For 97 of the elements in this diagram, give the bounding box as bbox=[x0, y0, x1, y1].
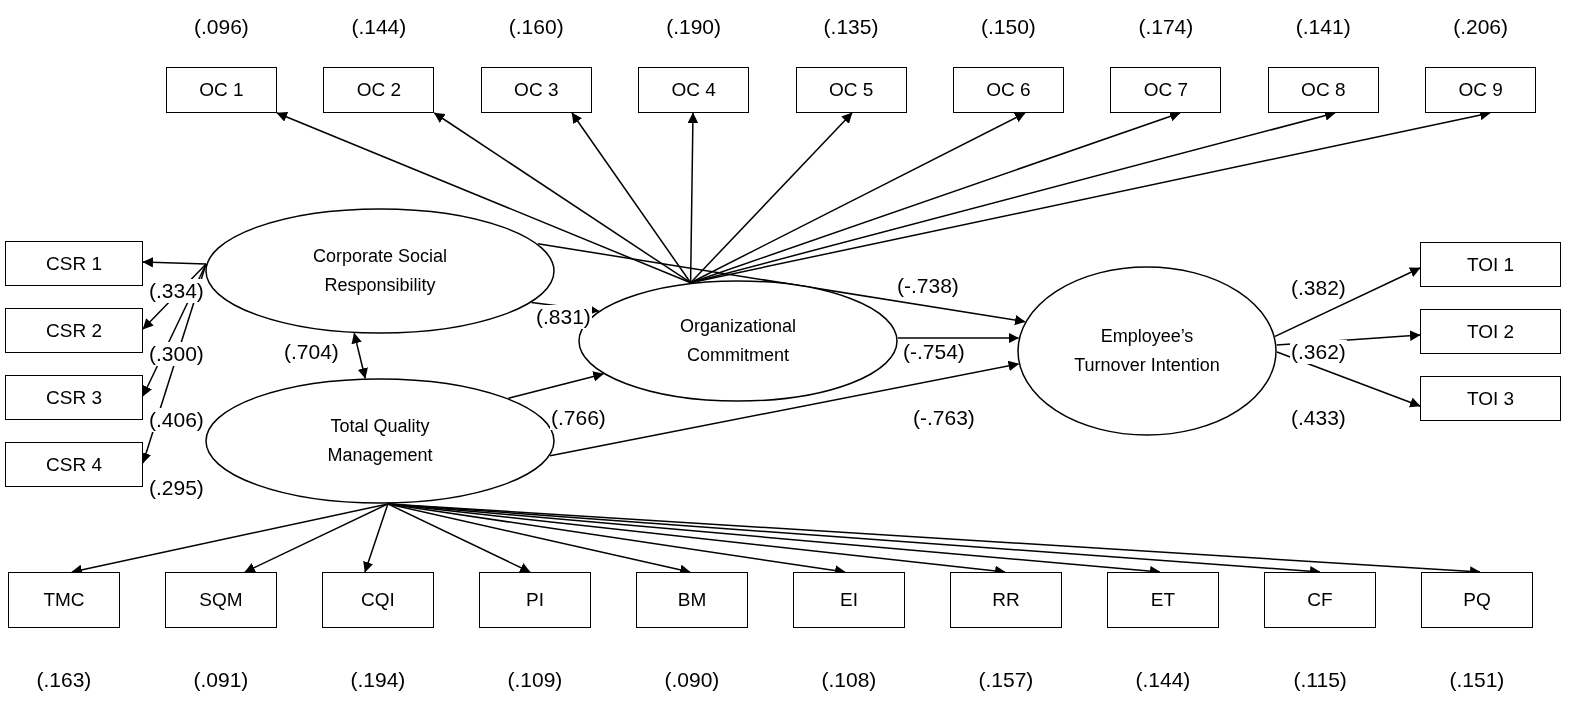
node-label: SQM bbox=[199, 589, 243, 611]
loading-value: (.144) bbox=[351, 15, 407, 39]
indicator-box bbox=[5, 442, 143, 487]
loading-value: (.144) bbox=[1135, 668, 1191, 692]
edge-label: (.406) bbox=[148, 408, 205, 432]
arrow bbox=[689, 112, 853, 284]
node-label: OC 1 bbox=[199, 79, 244, 101]
loading-value: (.150) bbox=[981, 15, 1036, 39]
loading-value: (.174) bbox=[1138, 15, 1194, 39]
indicator-box bbox=[166, 67, 277, 113]
arrow bbox=[276, 111, 692, 284]
node-label: OC 7 bbox=[1143, 79, 1189, 101]
loading-value: (.090) bbox=[664, 668, 720, 692]
loading-value: (.194) bbox=[350, 668, 406, 692]
arrow bbox=[537, 243, 1026, 326]
indicator-box bbox=[5, 241, 143, 286]
indicator-box bbox=[1420, 376, 1561, 421]
loading-value: (.206) bbox=[1453, 15, 1509, 39]
node-label: OC 3 bbox=[514, 79, 559, 101]
indicator-box bbox=[1420, 309, 1561, 354]
indicator-box bbox=[1264, 572, 1376, 628]
node-label: BM bbox=[677, 589, 707, 611]
node-label: CSR 1 bbox=[46, 252, 102, 275]
double-headed-arrow bbox=[351, 332, 368, 379]
indicator-box bbox=[1267, 67, 1379, 113]
arrow bbox=[549, 360, 1020, 457]
node-label: PQ bbox=[1463, 589, 1491, 611]
node-label: Organizational Commitment bbox=[678, 315, 798, 367]
arrow bbox=[1276, 351, 1421, 408]
indicator-box bbox=[479, 572, 591, 628]
node-label: TMC bbox=[43, 589, 85, 611]
loading-value: (.157) bbox=[978, 668, 1034, 692]
loading-value: (.190) bbox=[666, 15, 722, 39]
indicator-box bbox=[5, 375, 143, 420]
node-label: OC 9 bbox=[1458, 79, 1503, 101]
indicator-box bbox=[1110, 67, 1222, 113]
edge-label: (.334) bbox=[148, 279, 205, 303]
node-label: OC 8 bbox=[1301, 79, 1346, 101]
indicator-box bbox=[638, 67, 750, 113]
arrow bbox=[897, 332, 1020, 344]
edge-label: (.362) bbox=[1290, 340, 1347, 364]
node-label: OC 4 bbox=[671, 79, 716, 101]
node-label: Total Quality Management bbox=[326, 415, 434, 467]
loading-value: (.115) bbox=[1293, 668, 1347, 692]
indicator-box bbox=[793, 572, 905, 628]
node-label: OC 5 bbox=[828, 79, 874, 101]
indicator-box bbox=[322, 572, 434, 628]
arrow bbox=[433, 112, 692, 284]
node-label: RR bbox=[992, 589, 1020, 611]
loading-value: (.163) bbox=[36, 668, 92, 692]
indicator-box bbox=[5, 308, 143, 353]
arrow bbox=[363, 503, 389, 573]
loading-value: (.091) bbox=[193, 668, 249, 692]
node-label: CSR 3 bbox=[46, 386, 102, 409]
loading-value: (.160) bbox=[508, 15, 564, 39]
loading-value: (.151) bbox=[1449, 668, 1505, 692]
loading-value: (.108) bbox=[821, 668, 877, 692]
arrow bbox=[387, 503, 531, 573]
arrow bbox=[687, 112, 699, 284]
node-label: PI bbox=[526, 589, 544, 611]
loading-value: (.109) bbox=[507, 668, 563, 692]
indicator-box bbox=[323, 67, 435, 113]
node-label: CSR 2 bbox=[46, 319, 102, 342]
node-label: CF bbox=[1307, 589, 1333, 611]
node-label: CSR 4 bbox=[46, 453, 102, 476]
node-label: TOI 2 bbox=[1466, 320, 1515, 343]
indicator-box bbox=[1107, 572, 1219, 628]
arrow bbox=[244, 503, 389, 573]
node-label: EI bbox=[840, 589, 858, 611]
node-label: Corporate Social Responsibility bbox=[311, 245, 449, 297]
node-label: OC 6 bbox=[986, 79, 1031, 101]
loading-value: (.141) bbox=[1295, 15, 1351, 39]
node-label: OC 2 bbox=[356, 79, 402, 101]
arrow bbox=[507, 371, 605, 399]
edge-label: (.300) bbox=[148, 342, 205, 366]
arrow bbox=[1274, 267, 1421, 338]
edge-label: (.831) bbox=[535, 305, 592, 329]
indicator-box bbox=[636, 572, 748, 628]
node-label: ET bbox=[1150, 589, 1176, 611]
indicator-box bbox=[1421, 572, 1533, 628]
arrow bbox=[142, 257, 207, 268]
node-label: CQI bbox=[361, 589, 395, 611]
indicator-box bbox=[165, 572, 277, 628]
loading-value: (.096) bbox=[194, 15, 249, 39]
indicator-box bbox=[795, 67, 907, 113]
indicator-box bbox=[953, 67, 1064, 113]
node-label: Employee’s Turnover Intention bbox=[1073, 325, 1221, 377]
node-label: TOI 1 bbox=[1466, 253, 1515, 276]
indicator-box bbox=[950, 572, 1062, 628]
indicator-box bbox=[480, 67, 592, 113]
node-label: TOI 3 bbox=[1466, 387, 1515, 410]
indicator-box bbox=[8, 572, 120, 628]
indicator-box bbox=[1425, 67, 1537, 113]
latent-variable-ellipse bbox=[1017, 266, 1277, 436]
loading-value: (.135) bbox=[823, 15, 879, 39]
arrow bbox=[571, 112, 692, 284]
indicator-box bbox=[1420, 242, 1561, 287]
